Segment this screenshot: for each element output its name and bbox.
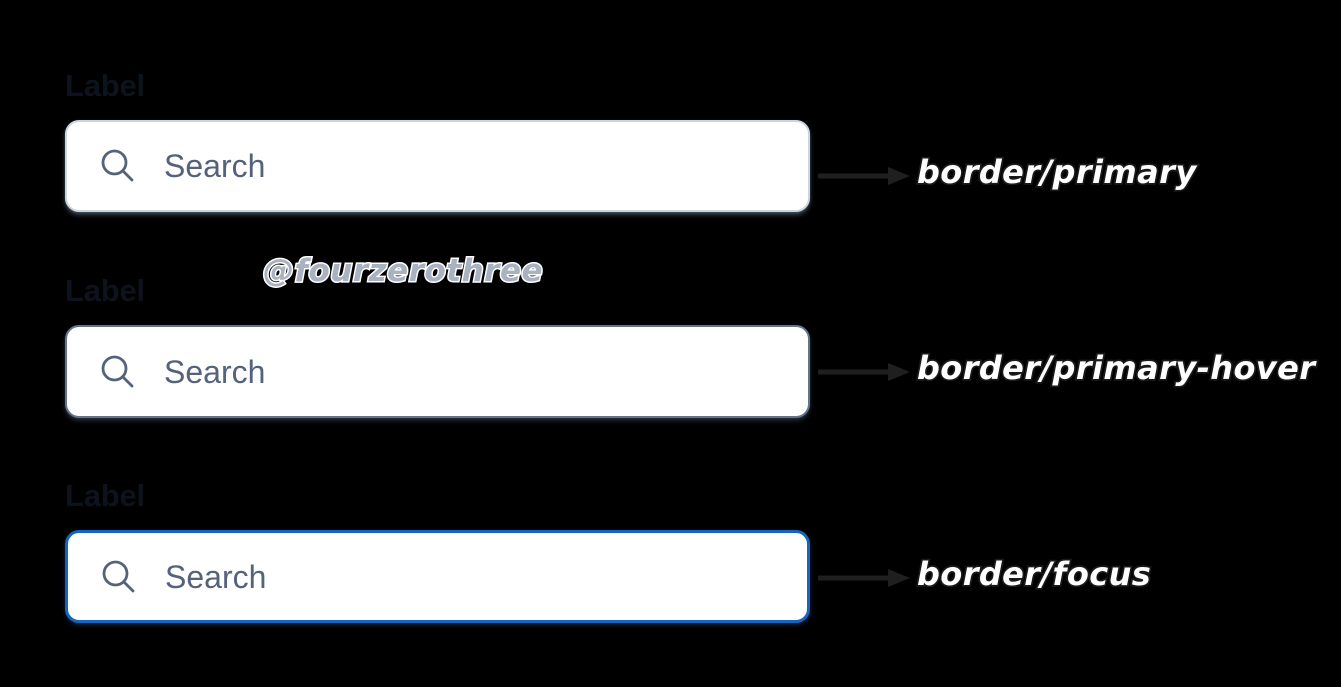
- annotation-arrow-primary-hover: [818, 363, 910, 381]
- annotation-label-border-primary: border/primary: [915, 153, 1198, 191]
- search-input-focus[interactable]: Search: [65, 530, 810, 623]
- search-placeholder-focus: Search: [165, 558, 267, 595]
- search-placeholder-primary: Search: [164, 148, 266, 184]
- field-label-primary: Label: [65, 68, 145, 103]
- field-label-primary-hover: Label: [65, 273, 145, 308]
- watermark-handle: @fourzerothree: [261, 253, 544, 289]
- annotation-arrow-focus: [818, 569, 910, 587]
- search-input-primary[interactable]: Search: [65, 120, 810, 212]
- field-label-focus: Label: [65, 478, 145, 513]
- annotation-label-border-primary-hover: border/primary-hover: [915, 349, 1316, 387]
- search-icon: [101, 355, 134, 387]
- search-placeholder-primary-hover: Search: [164, 353, 266, 390]
- annotation-arrow-primary: [818, 167, 910, 185]
- annotation-label-border-focus: border/focus: [915, 555, 1152, 593]
- search-icon: [101, 149, 134, 182]
- search-icon: [102, 560, 135, 592]
- search-input-primary-hover[interactable]: Search: [65, 325, 810, 418]
